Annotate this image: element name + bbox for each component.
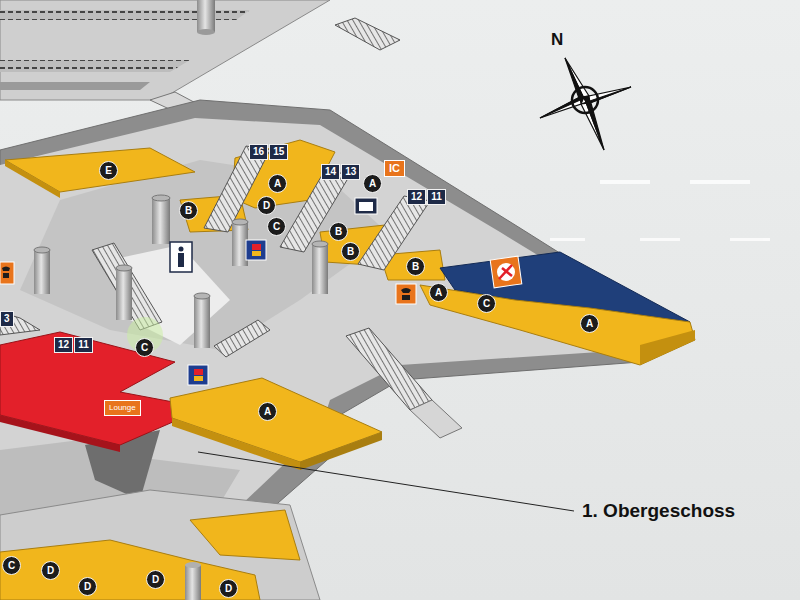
- area-marker: C: [135, 338, 154, 357]
- node-text: D: [84, 581, 91, 592]
- area-marker: B: [329, 222, 348, 241]
- node-text: D: [263, 200, 270, 211]
- node-text: D: [47, 565, 54, 576]
- node-text: 13: [341, 164, 360, 180]
- node-text: B: [185, 205, 192, 216]
- area-marker: B: [179, 201, 198, 220]
- area-marker: A: [429, 283, 448, 302]
- floor-label: 1. Obergeschoss: [582, 500, 735, 522]
- node-text: C: [141, 342, 148, 353]
- node-text: 12: [407, 189, 426, 205]
- node-text: C: [8, 560, 15, 571]
- node-text: A: [369, 178, 376, 189]
- node-text: 16: [249, 144, 268, 160]
- node-text: A: [435, 287, 442, 298]
- node-text: Lounge: [109, 403, 136, 412]
- node-text: 14: [321, 164, 340, 180]
- platform-number: 1211: [54, 337, 93, 353]
- area-marker: C: [267, 217, 286, 236]
- node-text: 11: [427, 189, 446, 205]
- node-text: C: [273, 221, 280, 232]
- area-marker: C: [477, 294, 496, 313]
- north-label: N: [551, 30, 563, 50]
- node-text: IC: [389, 162, 400, 174]
- node-text: B: [347, 246, 354, 257]
- area-marker: A: [580, 314, 599, 333]
- area-marker: A: [363, 174, 382, 193]
- node-text: A: [274, 178, 281, 189]
- area-marker: D: [146, 570, 165, 589]
- platform-number: 1413: [321, 164, 360, 180]
- lounge-sign: Lounge: [104, 400, 141, 416]
- node-text: 15: [269, 144, 288, 160]
- node-text: A: [264, 406, 271, 417]
- node-text: B: [335, 226, 342, 237]
- node-text: C: [483, 298, 490, 309]
- area-marker: D: [219, 579, 238, 598]
- area-marker: B: [406, 257, 425, 276]
- node-text: E: [105, 165, 112, 176]
- area-marker: B: [341, 242, 360, 261]
- area-marker: D: [257, 196, 276, 215]
- platform-number: 1211: [407, 189, 446, 205]
- area-marker: A: [258, 402, 277, 421]
- node-text: D: [225, 583, 232, 594]
- node-text: D: [152, 574, 159, 585]
- platform-number: 1615: [249, 144, 288, 160]
- node-text: 3: [0, 311, 14, 327]
- area-marker: C: [2, 556, 21, 575]
- node-text: 12: [54, 337, 73, 353]
- node-text: B: [412, 261, 419, 272]
- area-marker: A: [268, 174, 287, 193]
- area-marker: D: [41, 561, 60, 580]
- area-marker: E: [99, 161, 118, 180]
- ic-sign: IC: [384, 160, 405, 177]
- area-marker: D: [78, 577, 97, 596]
- node-text: 11: [74, 337, 93, 353]
- platform-number: 3: [0, 311, 14, 327]
- node-text: A: [586, 318, 593, 329]
